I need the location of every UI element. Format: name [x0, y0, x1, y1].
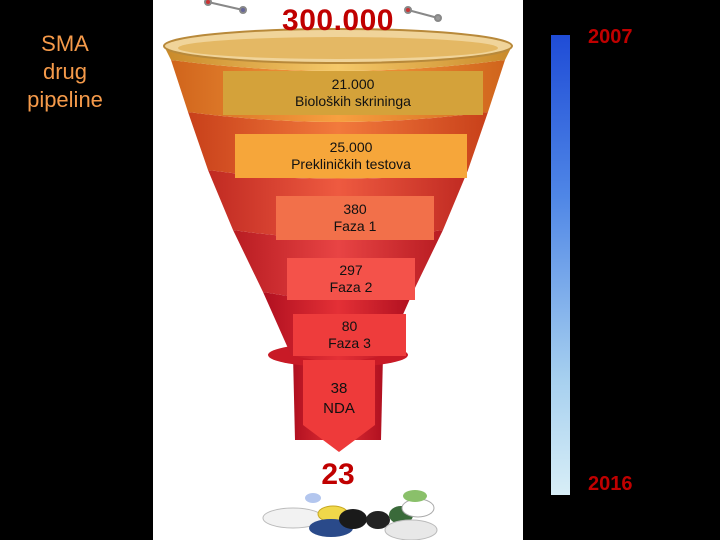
stage-value: 38	[330, 380, 348, 397]
down-arrow	[303, 360, 375, 452]
timeline-end-year: 2016	[588, 473, 633, 495]
stage-label: Bioloških skrininga	[295, 93, 411, 109]
stage-label: Faza 2	[329, 279, 373, 295]
funnel-final-value: 23	[321, 458, 355, 491]
stage-label: Prekliničkih testova	[291, 156, 411, 172]
stage-label: NDA	[323, 400, 355, 417]
stage-value: 80	[341, 318, 358, 334]
stage-label: Faza 3	[328, 335, 371, 351]
side-title-line: pipeline	[27, 87, 103, 112]
stage-box-preclinical: 25.000 Prekliničkih testova	[235, 134, 467, 178]
stage-box-phase-2: 297 Faza 2	[287, 258, 415, 300]
funnel-top-value: 300.000	[282, 4, 394, 37]
stage-box-phase-1: 380 Faza 1	[276, 196, 434, 240]
stage-box-nda: 38 NDA	[303, 372, 375, 426]
stage-value: 380	[343, 201, 367, 217]
timeline-bar	[551, 35, 570, 495]
stage-label: Faza 1	[333, 218, 377, 234]
stage-value: 25.000	[329, 139, 373, 155]
timeline-start-year: 2007	[588, 26, 633, 48]
side-title-line: drug	[42, 59, 88, 84]
side-title: SMA drug pipeline	[10, 30, 120, 114]
stage-box-phase-3: 80 Faza 3	[293, 314, 406, 356]
funnel-panel: 300.000 21.000 Bioloških skrininga 25.00…	[153, 0, 523, 540]
stage-box-biological-screening: 21.000 Bioloških skrininga	[223, 71, 483, 115]
stage-value: 297	[339, 262, 363, 278]
stage-value: 21.000	[331, 76, 375, 92]
side-title-line: SMA	[41, 31, 89, 56]
pills-decoration	[262, 490, 438, 540]
